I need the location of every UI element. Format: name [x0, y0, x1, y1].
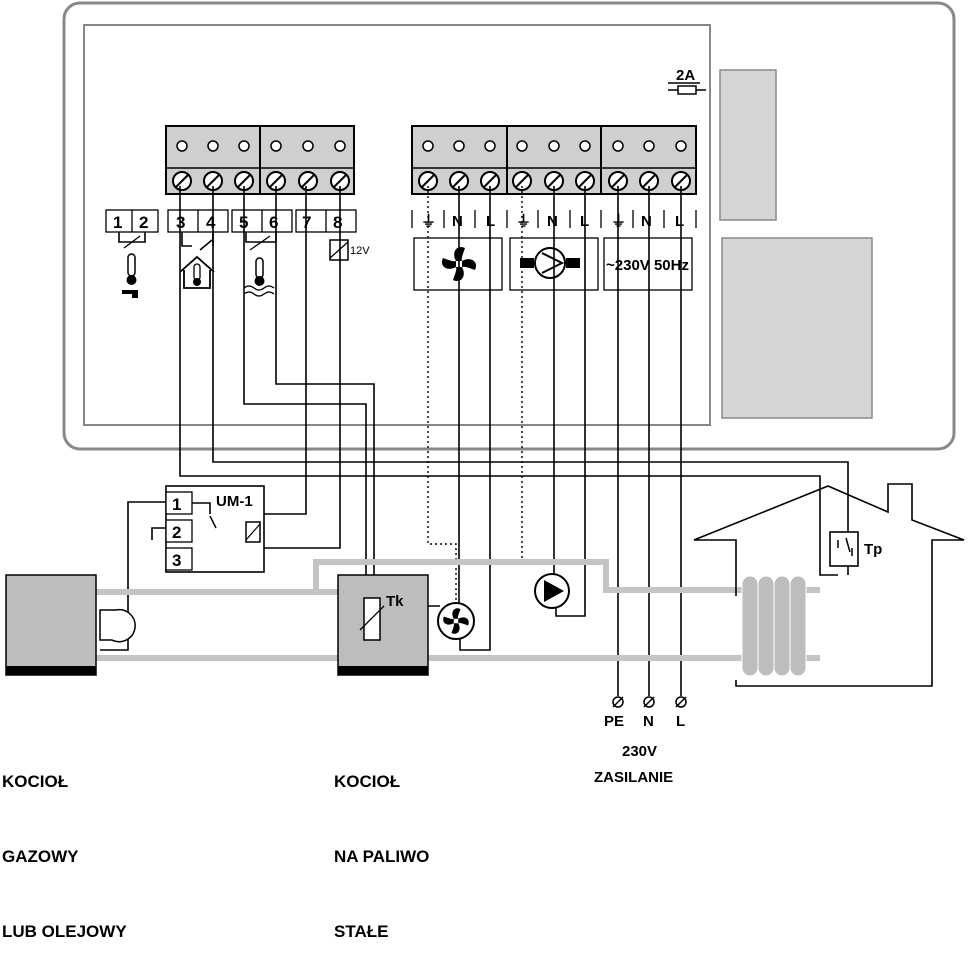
gas-boiler-caption-line-3: LUB OLEJOWY [2, 922, 127, 941]
terminal-screw-slot [269, 174, 283, 188]
um1-name: UM-1 [216, 493, 253, 510]
pump-icon [520, 247, 580, 279]
terminal-screw-slot [547, 174, 561, 188]
um1-terminal-1: 1 [172, 495, 181, 514]
terminal-block-left [165, 125, 355, 195]
mains-pe: PE [604, 713, 624, 730]
terminal-screw-top [484, 140, 496, 152]
fuse-rating: 2A [676, 67, 695, 84]
radiator-icon [741, 575, 807, 677]
room-thermostat [829, 531, 859, 567]
boiler-sensor-label: Tk [386, 593, 404, 610]
terminal-screw-slot [674, 174, 688, 188]
solid-boiler-caption-line-3: STAŁE [334, 922, 389, 941]
display-window-top [719, 69, 777, 221]
relay-coil-icon [329, 239, 349, 261]
mains-n: N [643, 713, 654, 730]
terminal-screw-slot [642, 174, 656, 188]
boiler-fan-icon [428, 602, 475, 640]
terminal-screw-top [516, 140, 528, 152]
wiring-diagram: 2A 1 2 3 4 5 6 7 8 [5, 1, 965, 786]
terminal-block-right [411, 125, 697, 195]
terminal-screw-top [579, 140, 591, 152]
terminal-screw-top [176, 140, 188, 152]
terminal-screw-top [207, 140, 219, 152]
house-thermometer-icon [179, 232, 215, 289]
solid-boiler-caption: KOCIOŁ NA PALIWO STAŁE [334, 719, 429, 969]
label-l-3: L [675, 213, 684, 230]
terminal-screw-top [302, 140, 314, 152]
terminal-screw-slot [237, 174, 251, 188]
label-n-2: N [547, 213, 558, 230]
solid-fuel-boiler [337, 574, 429, 676]
thermometer-water-icon [243, 232, 277, 297]
terminal-4: 4 [206, 213, 216, 232]
supply-box-text: ~230V 50Hz [606, 257, 689, 274]
terminal-screw-slot [301, 174, 315, 188]
relay-voltage: 12V [350, 245, 370, 257]
thermometer-tap-icon [118, 232, 146, 298]
terminal-screw-top [422, 140, 434, 152]
terminal-screw-slot [333, 174, 347, 188]
terminal-screw-top [548, 140, 560, 152]
mains-caption: ZASILANIE [594, 769, 673, 786]
terminal-screw-top [334, 140, 346, 152]
terminal-2: 2 [139, 213, 148, 232]
solid-boiler-caption-line-2: NA PALIWO [334, 847, 430, 866]
terminal-screw-slot [421, 174, 435, 188]
room-thermostat-label: Tp [864, 541, 882, 558]
label-n-3: N [641, 213, 652, 230]
terminal-screw-top [270, 140, 282, 152]
terminal-screw-slot [206, 174, 220, 188]
terminal-1: 1 [113, 213, 122, 232]
terminal-screw-slot [578, 174, 592, 188]
fuse-icon [668, 85, 706, 95]
um1-terminal-3: 3 [172, 551, 181, 570]
gas-boiler-caption-line-2: GAZOWY [2, 847, 79, 866]
gas-boiler-caption-line-1: KOCIOŁ [2, 772, 69, 791]
terminal-screw-slot [175, 174, 189, 188]
gas-boiler [5, 574, 136, 676]
terminal-screw-slot [515, 174, 529, 188]
display-window-bottom [721, 237, 873, 419]
terminal-screw-slot [611, 174, 625, 188]
terminal-8: 8 [333, 213, 342, 232]
house-outline [693, 483, 965, 687]
terminal-screw-top [453, 140, 465, 152]
terminal-screw-slot [483, 174, 497, 188]
pipes [96, 559, 820, 661]
um1-module: 1 2 3 UM-1 [165, 485, 265, 573]
terminal-screw-top [675, 140, 687, 152]
terminal-screw-top [643, 140, 655, 152]
fan-output-box [413, 237, 503, 291]
terminal-screw-slot [452, 174, 466, 188]
um1-terminal-2: 2 [172, 523, 181, 542]
circulation-pump-icon [534, 573, 570, 609]
mains-voltage: 230V [622, 743, 657, 760]
label-n-1: N [452, 213, 463, 230]
gas-boiler-caption: KOCIOŁ GAZOWY LUB OLEJOWY [2, 719, 127, 969]
terminal-screw-top [612, 140, 624, 152]
label-pe-2: ⏚ [516, 213, 531, 230]
mains-terminals [612, 696, 687, 708]
mains-l: L [676, 713, 685, 730]
solid-boiler-caption-line-1: KOCIOŁ [334, 772, 401, 791]
terminal-screw-top [238, 140, 250, 152]
terminal-6: 6 [269, 213, 278, 232]
